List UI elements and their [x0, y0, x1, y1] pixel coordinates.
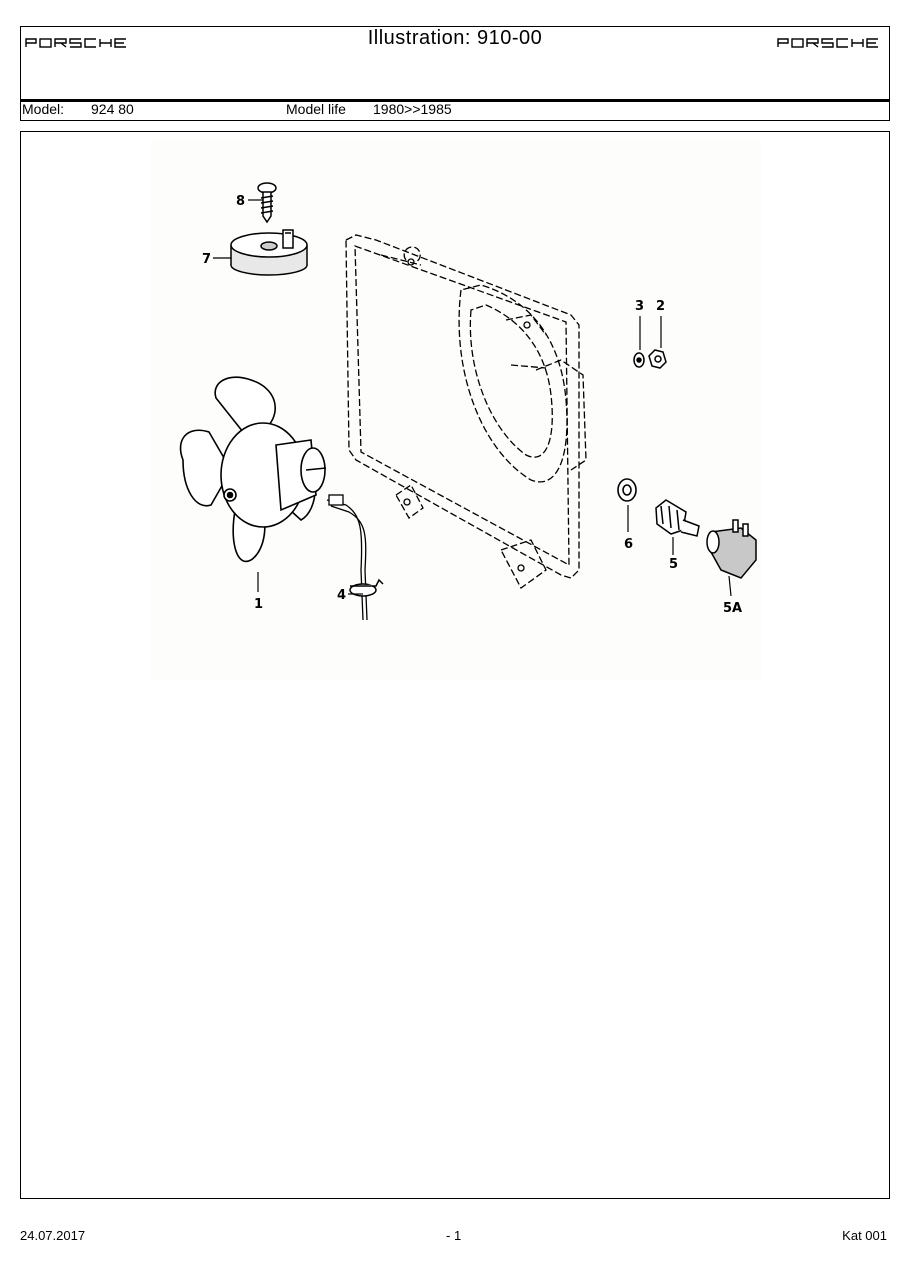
callout-1: 1	[254, 597, 263, 612]
callout-6: 6	[624, 537, 633, 552]
model-life-value: 1980>>1985	[373, 101, 452, 117]
footer-date: 24.07.2017	[20, 1228, 86, 1243]
callout-2: 2	[656, 299, 665, 314]
callout-7: 7	[202, 252, 211, 267]
exploded-parts-drawing: 8 7 3 2 1 4 6 5 5A	[151, 140, 761, 680]
temperature-switch	[655, 499, 700, 537]
model-life-label: Model life	[286, 101, 346, 117]
footer-page-number: - 1	[446, 1228, 462, 1243]
model-label: Model:	[22, 101, 65, 117]
illustration-frame: 8 7 3 2 1 4 6 5 5A	[20, 131, 890, 1199]
model-value: 924 80	[91, 101, 134, 117]
model-row: Model: 924 80 Model life 1980>>1985	[20, 100, 890, 121]
cable-clip	[349, 578, 384, 597]
callout-5: 5	[669, 557, 678, 572]
switch-plug	[706, 519, 757, 579]
leader-lines	[213, 199, 732, 597]
callout-3: 3	[635, 299, 644, 314]
washer-and-nut	[633, 349, 667, 369]
brand-logo-right	[777, 38, 878, 48]
brand-logo-left	[25, 38, 126, 48]
series-resistor	[230, 229, 308, 276]
screw	[257, 182, 277, 224]
callout-8: 8	[236, 194, 245, 209]
callout-5a: 5A	[723, 601, 742, 616]
shroud-mounting-holes	[403, 258, 531, 572]
header-box: Illustration: 910-00	[20, 26, 890, 102]
motor-cable	[326, 494, 368, 621]
fan-shroud	[345, 234, 587, 589]
page-title: Illustration: 910-00	[367, 27, 543, 49]
seal-ring	[617, 478, 637, 502]
footer-catalog: Kat 001	[842, 1228, 887, 1243]
callout-4: 4	[337, 588, 346, 603]
fan-assembly	[179, 376, 327, 563]
